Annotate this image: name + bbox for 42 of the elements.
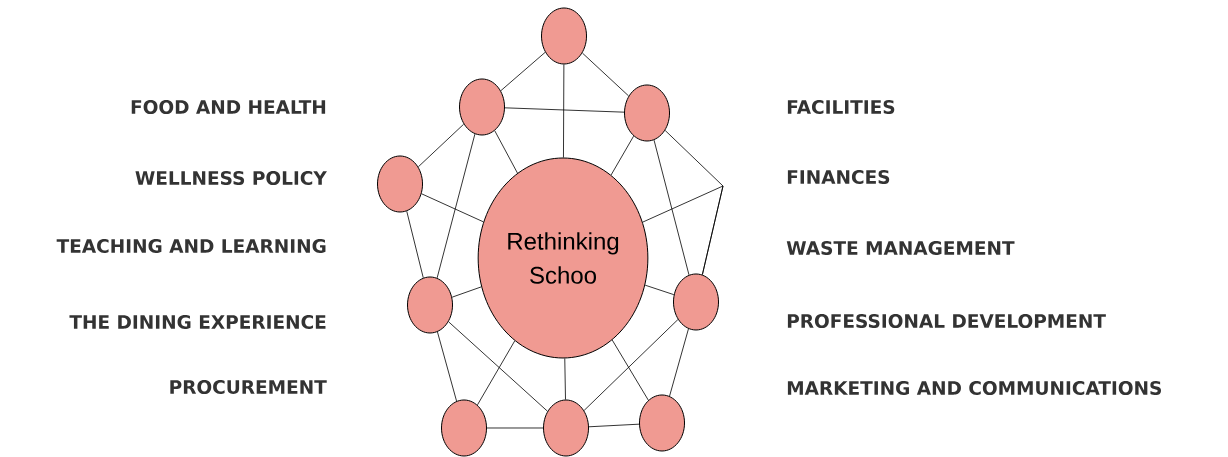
circle-node — [377, 155, 423, 213]
circle-node — [541, 7, 587, 65]
topic-label: WASTE MANAGEMENT — [786, 241, 1015, 255]
connector-line — [417, 123, 465, 168]
connector-line — [588, 423, 640, 428]
connector-line — [451, 286, 482, 298]
topic-label: PROCUREMENT — [170, 380, 327, 394]
connector-line — [437, 331, 457, 402]
connector-line — [669, 328, 689, 397]
circle-node — [639, 394, 685, 452]
connector-line — [611, 339, 649, 401]
connector-line — [642, 185, 724, 275]
connector-line — [500, 51, 546, 92]
connector-line — [653, 139, 690, 276]
topic-label: TEACHING AND LEARNING — [56, 239, 326, 253]
connector-line — [504, 107, 625, 113]
connector-line — [406, 210, 424, 279]
connector-line — [448, 321, 548, 412]
connector-line — [610, 135, 634, 176]
connector-line — [564, 358, 566, 400]
topic-label: WELLNESS POLICY — [135, 171, 327, 185]
connector-line — [582, 52, 629, 97]
topic-label: FACILITIES — [787, 100, 895, 114]
topic-label: MARKETING AND COMMUNICATIONS — [787, 381, 1161, 395]
connector-line — [644, 284, 675, 296]
circle-node — [673, 273, 719, 331]
topic-label: THE DINING EXPERIENCE — [69, 315, 326, 329]
circle-node — [543, 399, 589, 457]
connector-line — [436, 133, 476, 279]
connector-line — [563, 64, 565, 158]
topic-label: FOOD AND HEALTH — [131, 100, 326, 114]
connector-line — [477, 340, 516, 406]
connector-line — [583, 319, 679, 411]
topic-label: PROFESSIONAL DEVELOPMENT — [787, 314, 1106, 328]
circle-node — [624, 84, 670, 142]
connector-line — [494, 130, 518, 174]
connector-line — [421, 193, 484, 223]
circle-node — [459, 78, 505, 136]
circle-node — [441, 399, 487, 457]
connector-line — [486, 427, 544, 429]
circle-node — [407, 276, 453, 334]
topic-label: FINANCES — [787, 170, 890, 184]
